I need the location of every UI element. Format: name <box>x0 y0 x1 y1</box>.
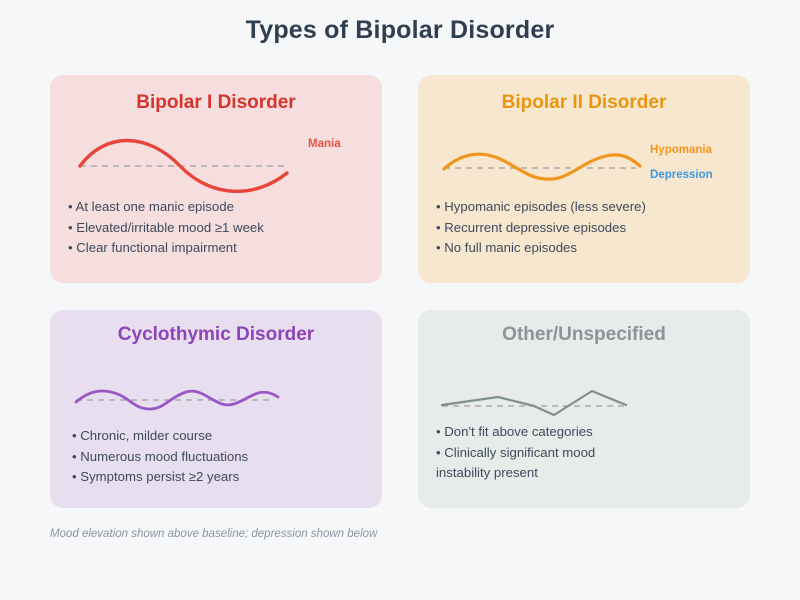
wave-path-bipolar-1 <box>78 138 289 193</box>
list-item: • Don't fit above categories <box>436 424 593 439</box>
list-item: • Numerous mood fluctuations <box>72 448 249 464</box>
list-item: • Chronic, milder course <box>72 428 213 443</box>
bullet-list-bipolar-1: • At least one manic episode • Elevated/… <box>68 197 264 259</box>
mood-wave-other <box>436 378 636 422</box>
mood-wave-cyclothymic <box>72 382 282 418</box>
list-item: • No full manic episodes <box>436 240 577 255</box>
card-title-bipolar-2: Bipolar II Disorder <box>501 92 667 113</box>
card-cyclothymic-disorder: Cyclothymic Disorder • Chronic, milder c… <box>50 310 382 508</box>
list-item: • Clinically significant mood <box>436 444 596 460</box>
mood-wave-bipolar-2 <box>440 147 645 189</box>
footer-note: Mood elevation shown above baseline; dep… <box>50 528 378 540</box>
list-item: • Recurrent depressive episodes <box>436 219 627 235</box>
card-title-cyclothymic: Cyclothymic Disorder <box>117 324 315 345</box>
card-title-other: Other/Unspecified <box>502 324 666 345</box>
list-item: • Clear functional impairment <box>68 240 237 255</box>
label-depression: Depression <box>650 169 713 181</box>
list-item: • Symptoms persist ≥2 years <box>72 469 240 484</box>
card-bipolar-1-disorder: Bipolar I Disorder Mania • At least one … <box>50 75 382 283</box>
wave-path-other <box>440 389 628 417</box>
bullet-list-cyclothymic: • Chronic, milder course • Numerous mood… <box>72 426 248 488</box>
wave-path-bipolar-2 <box>442 152 642 181</box>
card-bipolar-2-disorder: Bipolar II Disorder Hypomania Depression… <box>418 75 750 283</box>
bullet-list-bipolar-2: • Hypomanic episodes (less severe) • Rec… <box>436 197 646 259</box>
card-other-unspecified: Other/Unspecified • Don't fit above cate… <box>418 310 750 508</box>
list-item-continuation: instability present <box>436 465 538 480</box>
list-item: • At least one manic episode <box>68 199 234 214</box>
list-item: • Elevated/irritable mood ≥1 week <box>68 219 264 235</box>
list-item: • Hypomanic episodes (less severe) <box>436 199 646 214</box>
bullet-list-other: • Don't fit above categories • Clinicall… <box>436 422 595 484</box>
label-hypomania: Hypomania <box>650 144 712 156</box>
mood-wave-bipolar-1 <box>76 137 291 195</box>
card-title-bipolar-1: Bipolar I Disorder <box>136 92 296 113</box>
wave-path-cyclothymic <box>74 389 280 411</box>
page-title: Types of Bipolar Disorder <box>245 16 555 44</box>
label-mania: Mania <box>308 138 341 150</box>
